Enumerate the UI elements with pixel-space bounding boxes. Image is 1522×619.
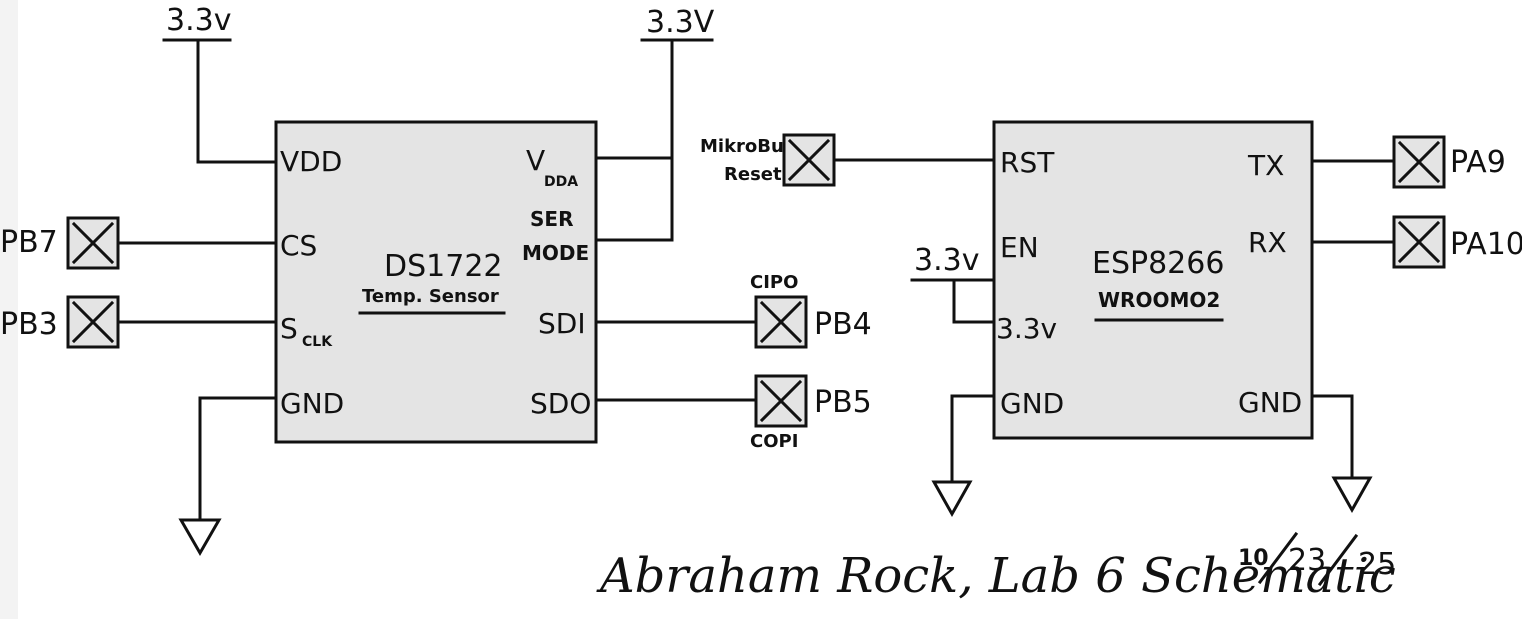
port-pb7: PB7 xyxy=(0,216,120,270)
wire-3v3-esp xyxy=(952,278,996,324)
port-cipo-label: CIPO xyxy=(750,272,798,293)
pin-sdi: SDI xyxy=(538,307,586,340)
wire-sermode xyxy=(594,38,674,242)
port-pb4-label: PB4 xyxy=(814,307,872,342)
power-label-3v3-right: 3.3V xyxy=(640,5,715,42)
ds1722-chip xyxy=(274,120,598,444)
esp8266-name: ESP8266 xyxy=(1092,246,1224,281)
mikrobus-label-1: MikroBus xyxy=(700,136,795,157)
pin-ser: SER xyxy=(530,207,573,231)
date-day: 23 xyxy=(1288,543,1326,578)
port-pa10: PA10 xyxy=(1392,215,1522,269)
ds1722-name: DS1722 xyxy=(384,249,503,284)
pin-rst: RST xyxy=(1000,146,1055,179)
power-text-3v3-right: 3.3V xyxy=(646,5,715,40)
port-pb3-label: PB3 xyxy=(0,307,58,342)
port-copi-label: COPI xyxy=(750,431,798,452)
power-text-3v3-en: 3.3v xyxy=(914,243,979,278)
ds1722-subtitle: Temp. Sensor xyxy=(362,286,499,307)
port-pb5-label: PB5 xyxy=(814,385,872,420)
pin-en: EN xyxy=(1000,231,1039,264)
schematic-date: 10 23 25 xyxy=(1238,531,1396,587)
port-pb3: PB3 xyxy=(0,295,120,349)
mikrobus-label-2: Reset xyxy=(724,164,782,185)
pin-3v3: 3.3v xyxy=(996,312,1057,345)
pin-tx: TX xyxy=(1247,149,1284,182)
pin-sdo: SDO xyxy=(530,387,591,420)
ground-symbol-ds xyxy=(178,518,222,557)
esp8266-chip xyxy=(992,120,1314,440)
date-month: 10 xyxy=(1238,546,1269,571)
esp8266-subtitle: WROOMO2 xyxy=(1098,288,1220,312)
power-label-3v3-en: 3.3v xyxy=(910,243,996,282)
date-year: 25 xyxy=(1358,547,1396,582)
pin-vdd: VDD xyxy=(280,145,342,178)
wire-gnd-esp-right xyxy=(1310,394,1354,480)
pin-mode: MODE xyxy=(522,241,589,265)
pin-vdda-sub: DDA xyxy=(544,174,578,190)
pin-cs: CS xyxy=(280,229,317,262)
left-edge-strip xyxy=(0,0,18,619)
wire-vdd xyxy=(196,38,278,164)
port-pa10-label: PA10 xyxy=(1450,227,1522,262)
power-label-3v3-left: 3.3v xyxy=(162,3,232,42)
port-pb5: PB5 COPI xyxy=(750,374,872,452)
wire-gnd-ds xyxy=(198,396,278,522)
power-text-3v3-left: 3.3v xyxy=(166,3,231,38)
port-pa9: PA9 xyxy=(1392,135,1506,189)
pin-gnd-esp-left: GND xyxy=(1000,387,1064,420)
pin-sclk-sub: CLK xyxy=(302,334,333,350)
ground-symbol-esp-left xyxy=(931,480,973,518)
ground-symbol-esp-right xyxy=(1331,476,1373,514)
port-pb4: CIPO PB4 xyxy=(750,272,872,349)
port-pa9-label: PA9 xyxy=(1450,145,1506,180)
pin-vdda: V xyxy=(526,144,545,177)
port-pb7-label: PB7 xyxy=(0,225,58,260)
port-mikrobus-reset: MikroBus Reset xyxy=(700,133,836,187)
pin-rx: RX xyxy=(1248,226,1287,259)
pin-gnd-ds: GND xyxy=(280,387,344,420)
pin-sclk: S xyxy=(280,312,298,345)
wire-gnd-esp-left xyxy=(950,394,996,484)
schematic-title: Abraham Rock, Lab 6 Schematic xyxy=(596,548,1396,604)
pin-gnd-esp-right: GND xyxy=(1238,386,1302,419)
